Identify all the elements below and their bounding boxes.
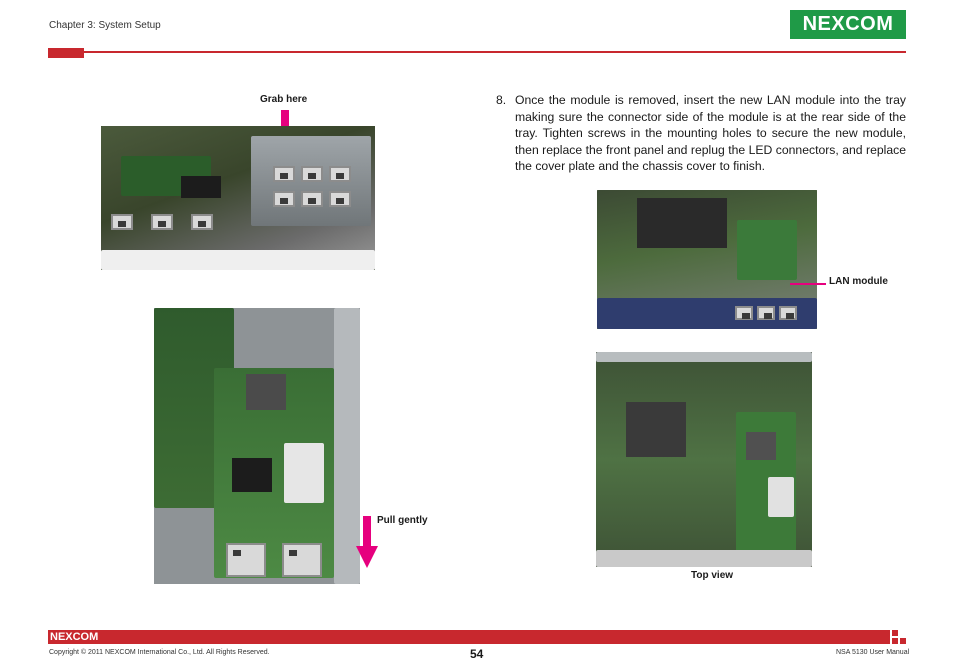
nexcom-logo: NEXCOM	[790, 10, 906, 39]
footer-square-icon	[892, 638, 898, 644]
header-accent-block	[48, 48, 84, 58]
manual-name: NSA 5130 User Manual	[836, 649, 910, 656]
chapter-title: Chapter 3: System Setup	[49, 20, 161, 31]
copyright-text: Copyright © 2011 NEXCOM International Co…	[49, 649, 270, 656]
step-number: 8.	[496, 93, 507, 107]
header-rule	[84, 51, 906, 53]
grab-here-label: Grab here	[260, 94, 308, 105]
footer-logo: NEXCOM	[50, 631, 99, 643]
lan-module-photo-grab	[101, 126, 375, 270]
lan-module-pointer-icon	[790, 283, 826, 285]
lan-module-photo-installed	[597, 190, 817, 329]
lan-module-photo-pull	[154, 308, 360, 584]
top-view-photo	[596, 352, 812, 567]
footer-bar	[48, 630, 890, 644]
page-number: 54	[470, 647, 484, 661]
top-view-label: Top view	[691, 570, 734, 581]
footer-square-icon	[892, 630, 898, 636]
lan-module-label: LAN module	[829, 276, 888, 287]
step-text: Once the module is removed, insert the n…	[515, 93, 906, 174]
footer-square-icon	[900, 638, 906, 644]
step-8-instruction: 8. Once the module is removed, insert th…	[496, 92, 906, 175]
pull-gently-label: Pull gently	[377, 515, 428, 526]
pull-arrow-icon	[356, 516, 378, 568]
